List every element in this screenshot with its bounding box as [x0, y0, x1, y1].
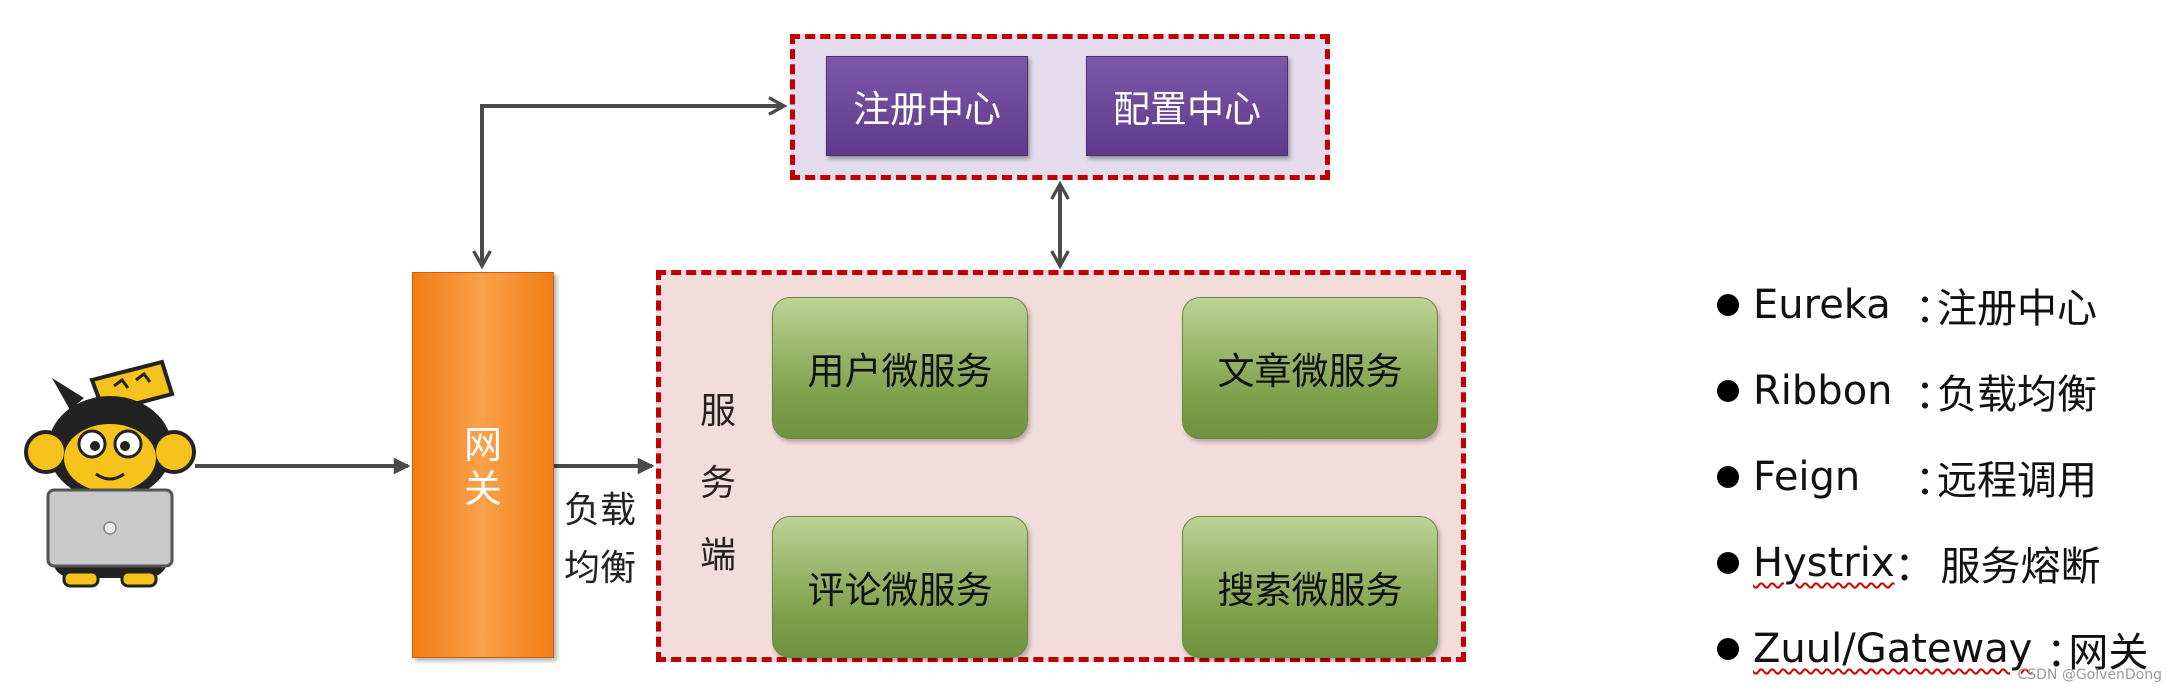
bullet-icon [1717, 466, 1739, 488]
service-side-label: 服 务 端 [696, 376, 740, 592]
legend-desc: 网关 [2068, 630, 2149, 676]
service-side-char-3: 端 [699, 535, 736, 576]
load-balance-line1: 负载 [564, 490, 637, 531]
load-balance-label: 负载 均衡 [564, 482, 636, 598]
service-side-char-1: 服 [699, 391, 736, 432]
legend-term: Hystrix [1753, 540, 1895, 586]
load-balance-line2: 均衡 [564, 548, 637, 589]
legend-desc: 负载均衡 [1937, 372, 2097, 418]
user-service-box: 用户微服务 [772, 297, 1028, 439]
legend-desc: 远程调用 [1937, 458, 2097, 504]
registration-center-box: 注册中心 [826, 56, 1028, 156]
service-side-char-2: 务 [699, 463, 736, 504]
gateway-box: 网 关 [412, 272, 554, 658]
watermark: CSDN @GolvenDong [2017, 667, 2162, 683]
arrow-gateway-to-registry [482, 106, 784, 266]
legend-item-feign: Feign ： 远程调用 [1717, 434, 2148, 520]
legend-term: Zuul/Gateway [1753, 626, 2032, 672]
bullet-icon [1717, 380, 1739, 402]
legend-separator: ： [1915, 458, 1955, 504]
legend-separator: ： [1915, 372, 1955, 418]
search-service-box: 搜索微服务 [1182, 516, 1438, 658]
gateway-label-line2: 关 [463, 467, 502, 511]
legend-item-hystrix: Hystrix ： 服务熔断 [1717, 520, 2148, 606]
legend-item-gateway: Zuul/Gateway ： 网关 [1717, 606, 2148, 692]
legend-item-eureka: Eureka ： 注册中心 [1717, 262, 2148, 348]
legend-term: Ribbon [1753, 368, 1893, 414]
bullet-icon [1717, 552, 1739, 574]
bullet-icon [1717, 294, 1739, 316]
article-service-box: 文章微服务 [1182, 297, 1438, 439]
legend-term-text: Zuul/Gateway [1753, 626, 2033, 672]
config-center-box: 配置中心 [1086, 56, 1288, 156]
legend-separator: ： [1894, 544, 1935, 590]
legend-desc: 注册中心 [1937, 286, 2097, 332]
legend-separator: ： [1915, 286, 1955, 332]
component-legend: Eureka ： 注册中心 Ribbon ： 负载均衡 Feign ： 远程调用… [1717, 262, 2148, 692]
bullet-icon [1717, 638, 1739, 660]
legend-desc: 服务熔断 [1940, 544, 2101, 590]
gateway-label-line1: 网 [463, 423, 502, 467]
comment-service-box: 评论微服务 [772, 516, 1028, 658]
legend-item-ribbon: Ribbon ： 负载均衡 [1717, 348, 2148, 434]
monkey-with-laptop-icon [24, 359, 196, 588]
legend-term: Eureka [1753, 282, 1891, 328]
legend-term: Feign [1753, 454, 1861, 500]
